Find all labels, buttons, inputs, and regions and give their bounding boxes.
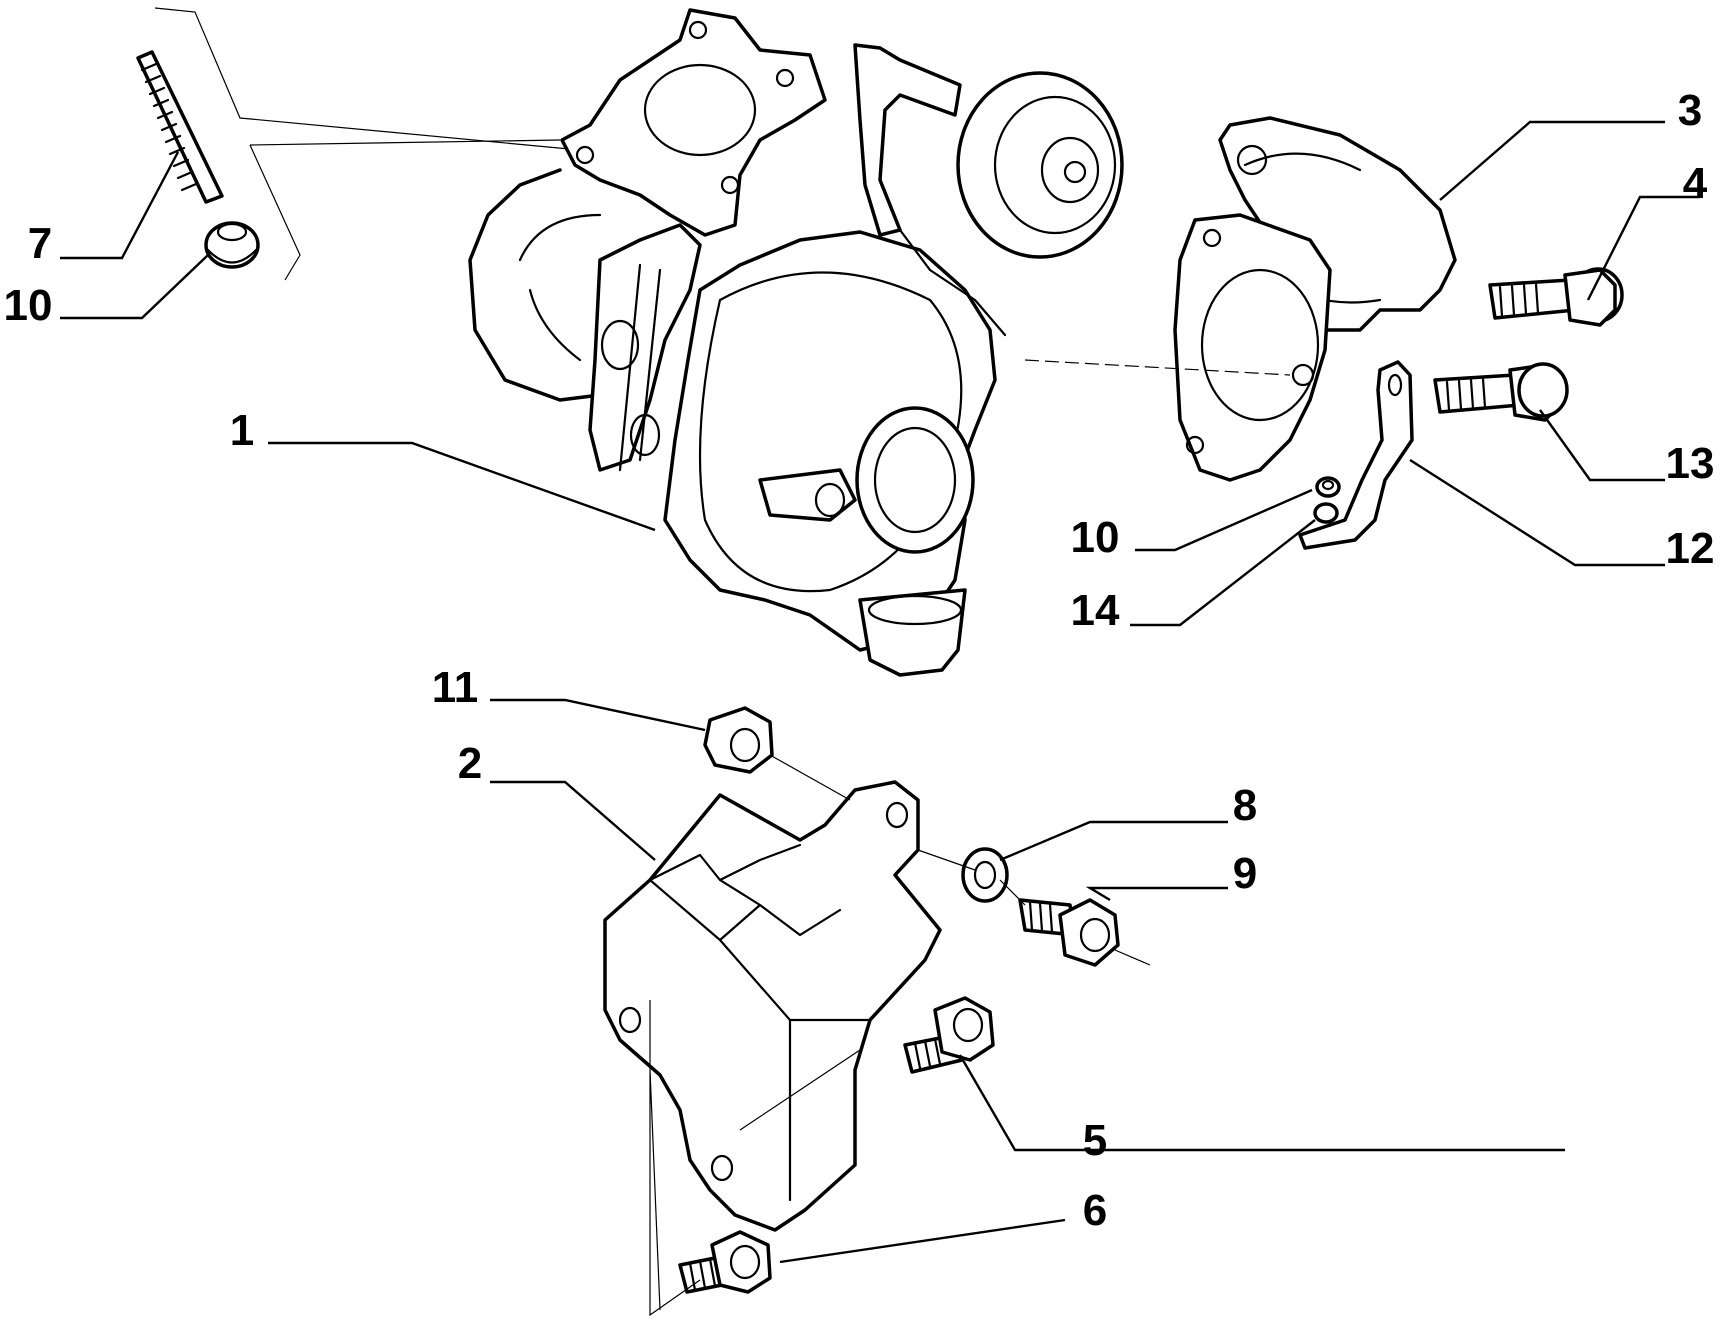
part-8-washer[interactable]: [961, 847, 1009, 903]
part-3-flange-gasket[interactable]: [1218, 116, 1457, 332]
part-13-bolt[interactable]: [1433, 362, 1569, 422]
leader-lines: [60, 120, 1700, 1264]
callout-10-lower: 10: [1071, 513, 1120, 562]
part-4-bolt[interactable]: [1488, 267, 1624, 327]
callout-11: 11: [432, 663, 479, 712]
part-10-nut-upper[interactable]: [204, 221, 260, 269]
callout-8: 8: [1233, 781, 1257, 830]
part-9-bolt[interactable]: [1018, 898, 1120, 967]
part-11-nut[interactable]: [703, 706, 774, 774]
part-5-bolt[interactable]: [903, 996, 995, 1074]
part-10-nut-lower[interactable]: [1315, 476, 1341, 498]
callout-12: 12: [1666, 524, 1715, 573]
callout-1: 1: [230, 406, 254, 455]
callout-4: 4: [1683, 159, 1708, 208]
callout-14: 14: [1071, 586, 1120, 635]
part-1-turbocharger[interactable]: [468, 8, 1124, 677]
callout-10-upper: 10: [4, 281, 53, 330]
callout-2: 2: [458, 739, 482, 788]
part-7-stud[interactable]: [136, 50, 224, 204]
part-12-bracket[interactable]: [1298, 360, 1414, 550]
part-14-washer[interactable]: [1313, 502, 1339, 524]
callout-9: 9: [1233, 849, 1257, 898]
callout-13: 13: [1666, 439, 1715, 488]
callout-labels: 1 2 3 4 5 6 7 8 9 10 10 11 12 13 14: [4, 86, 1715, 1235]
callout-6: 6: [1083, 1186, 1107, 1235]
part-6-bolt[interactable]: [678, 1230, 772, 1294]
callout-7: 7: [28, 219, 52, 268]
part-2-heat-shield[interactable]: [603, 780, 942, 1232]
callout-5: 5: [1083, 1116, 1107, 1165]
flange-plate[interactable]: [1173, 213, 1332, 482]
callout-3: 3: [1678, 86, 1702, 135]
